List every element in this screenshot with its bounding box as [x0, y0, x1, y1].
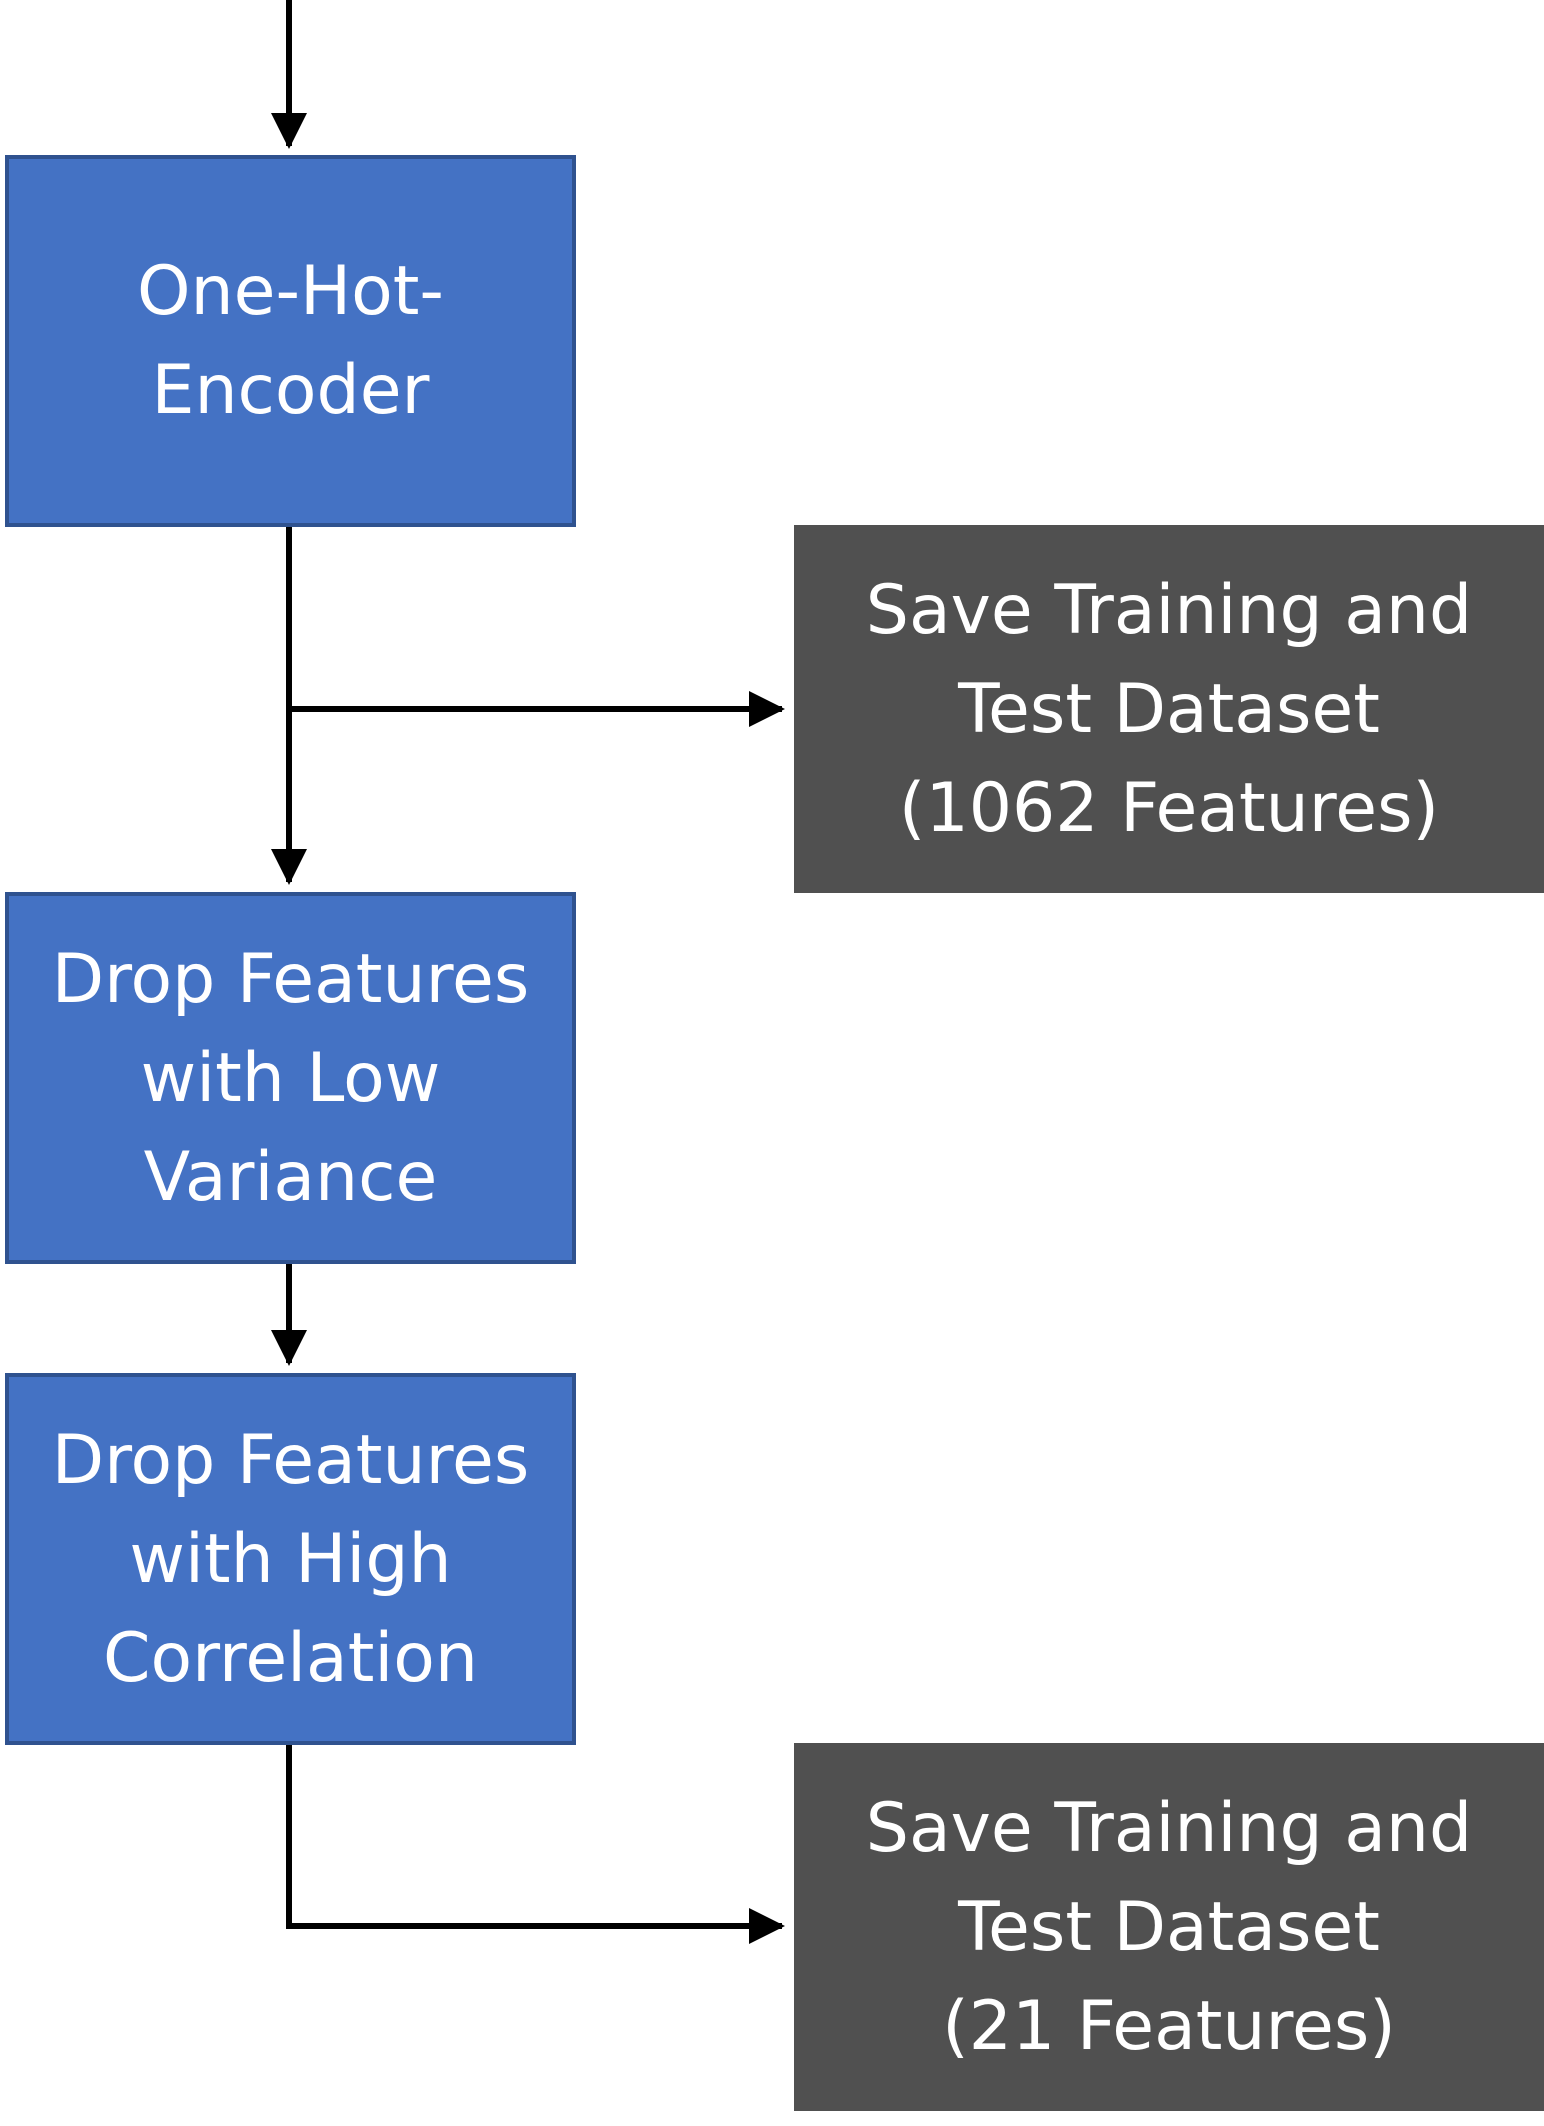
- drop-high-correlation-box: Drop Features with High Correlation: [5, 1373, 576, 1745]
- drop-high-correlation-label: Drop Features with High Correlation: [51, 1420, 530, 1698]
- one-hot-encoder-label: One-Hot- Encoder: [137, 252, 444, 430]
- save-dataset-21-label: Save Training and Test Dataset (21 Featu…: [865, 1788, 1473, 2066]
- save-dataset-1062-label: Save Training and Test Dataset (1062 Fea…: [865, 570, 1473, 848]
- drop-low-variance-label: Drop Features with Low Variance: [51, 939, 530, 1217]
- save-dataset-1062-box: Save Training and Test Dataset (1062 Fea…: [794, 525, 1544, 893]
- drop-low-variance-box: Drop Features with Low Variance: [5, 892, 576, 1264]
- save-dataset-21-box: Save Training and Test Dataset (21 Featu…: [794, 1743, 1544, 2111]
- arrow-high-correlation-to-save-21: [286, 1745, 785, 1944]
- one-hot-encoder-box: One-Hot- Encoder: [5, 155, 576, 527]
